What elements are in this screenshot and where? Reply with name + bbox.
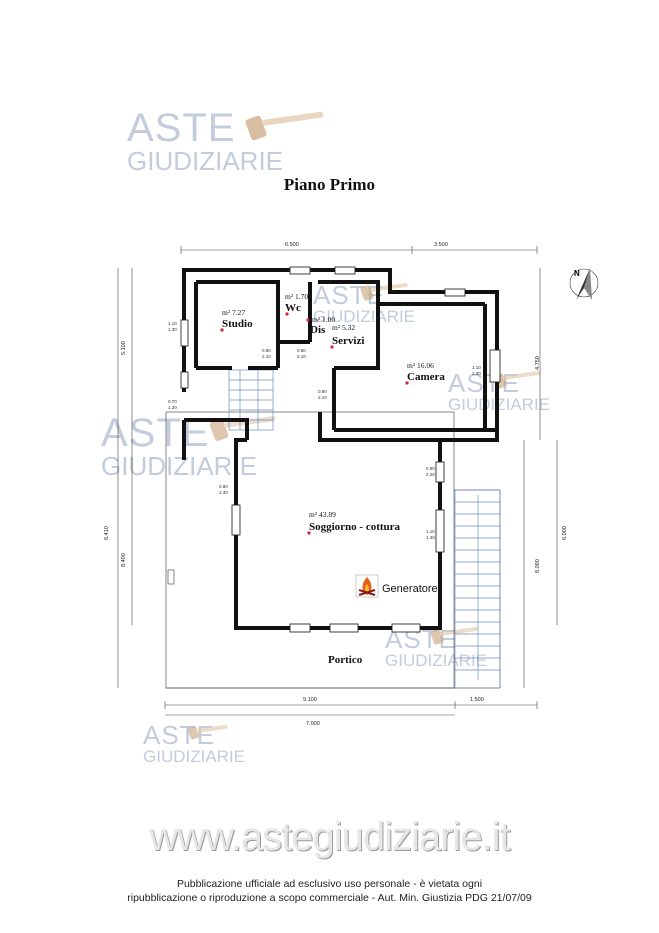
dim-right-middle: 6.000 — [562, 526, 568, 540]
dim-right-upper: 4.750 — [535, 356, 541, 370]
wc-name: Wc — [285, 302, 301, 314]
gavel-icon — [209, 416, 276, 441]
watermark-bottom: ASTE GIUDIZIARIE — [143, 722, 245, 765]
gavel-icon — [430, 626, 478, 645]
label-studio-window-w: 1.10 — [168, 321, 177, 326]
servizi-name: Servizi — [332, 335, 364, 347]
dim-left-upper: 5.100 — [121, 341, 127, 355]
studio-area: m² 7.27 — [222, 308, 245, 317]
label-dis-door-h: 2.10 — [297, 354, 306, 359]
opening-labels: 1.10 1.30 0.70 1.30 0.80 2.10 0.80 2.10 … — [168, 321, 481, 540]
watermark-top: ASTE GIUDIZIARIE — [127, 108, 283, 174]
dimension-lines — [117, 246, 558, 716]
compass-label: N — [574, 269, 580, 278]
wc-area: m² 1.70 — [285, 292, 308, 301]
soggiorno-name: Soggiorno - cottura — [309, 521, 401, 533]
label-soggiorno-door-left-w: 0.80 — [219, 484, 228, 489]
dim-bottom-left: 9.100 — [303, 697, 317, 703]
generator-label: Generatore — [382, 583, 438, 595]
website-watermark: www.astegiudiziarie.it — [149, 815, 510, 859]
walls — [182, 268, 499, 630]
external-staircase — [454, 489, 501, 689]
label-studio-door-h: 2.10 — [262, 354, 271, 359]
watermark-line2: GIUDIZIARIE — [101, 451, 258, 481]
dim-top-left: 6.500 — [285, 242, 299, 248]
label-camera-window-h: 2.30 — [472, 371, 481, 376]
windows — [180, 266, 501, 633]
fire-icon — [355, 574, 379, 598]
footer-notice: Pubblicazione ufficiale ad esclusivo uso… — [0, 877, 659, 905]
dim-right-lower: 8.090 — [535, 559, 541, 573]
dim-left-lower: 8.400 — [121, 553, 127, 567]
dim-left-middle: 6.410 — [104, 526, 110, 540]
label-studio-window-h: 1.30 — [168, 327, 177, 332]
dis-name: Dis — [310, 324, 326, 336]
label-soggiorno-right-upper-w: 0.90 — [426, 466, 435, 471]
gavel-icon — [187, 724, 228, 740]
watermark-line2: GIUDIZIARIE — [127, 146, 284, 176]
dis-area: m² 1.00 — [312, 315, 335, 324]
watermark-line2: GIUDIZIARIE — [448, 395, 551, 414]
portico-outline — [165, 411, 501, 689]
servizi-area: m² 5.32 — [332, 323, 355, 332]
label-stair-window-w: 0.70 — [168, 399, 177, 404]
watermark-line1: ASTE — [127, 106, 236, 150]
dim-bottom-total: 7.000 — [306, 721, 320, 727]
label-camera-window-w: 1.10 — [472, 365, 481, 370]
footer-line1: Pubblicazione ufficiale ad esclusivo uso… — [176, 878, 483, 890]
footer-line2: ripubblicazione o riproduzione a scopo c… — [127, 892, 532, 904]
label-soggiorno-door-left-h: 2.30 — [219, 490, 228, 495]
label-corridor-door-h: 2.10 — [318, 395, 327, 400]
page-title: Piano Primo — [283, 175, 376, 194]
room-labels: m² 7.27 Studio m² 1.70 Wc m² 1.00 Dis m²… — [220, 292, 445, 666]
portico-name: Portico — [328, 654, 363, 666]
dim-top-right: 3.500 — [434, 242, 448, 248]
camera-area: m² 16.06 — [407, 361, 434, 370]
label-soggiorno-right-lower-w: 1.10 — [426, 529, 435, 534]
watermark-line1: ASTE — [143, 720, 215, 750]
watermark-line2: GIUDIZIARIE — [143, 747, 246, 766]
label-soggiorno-right-lower-h: 1.30 — [426, 535, 435, 540]
dim-bottom-right: 1.500 — [470, 697, 484, 703]
watermark-line2: GIUDIZIARIE — [385, 651, 488, 670]
label-corridor-door-w: 0.80 — [318, 389, 327, 394]
studio-name: Studio — [222, 318, 253, 330]
label-dis-door-w: 0.80 — [297, 348, 306, 353]
compass-icon — [569, 268, 599, 300]
watermark-line2: GIUDIZIARIE — [313, 307, 416, 326]
gavel-icon — [245, 111, 324, 141]
label-studio-door-w: 0.80 — [262, 348, 271, 353]
label-stair-window-h: 1.30 — [168, 405, 177, 410]
camera-name: Camera — [407, 371, 445, 383]
soggiorno-area: m² 43.89 — [309, 510, 336, 519]
label-soggiorno-right-upper-h: 2.20 — [426, 472, 435, 477]
